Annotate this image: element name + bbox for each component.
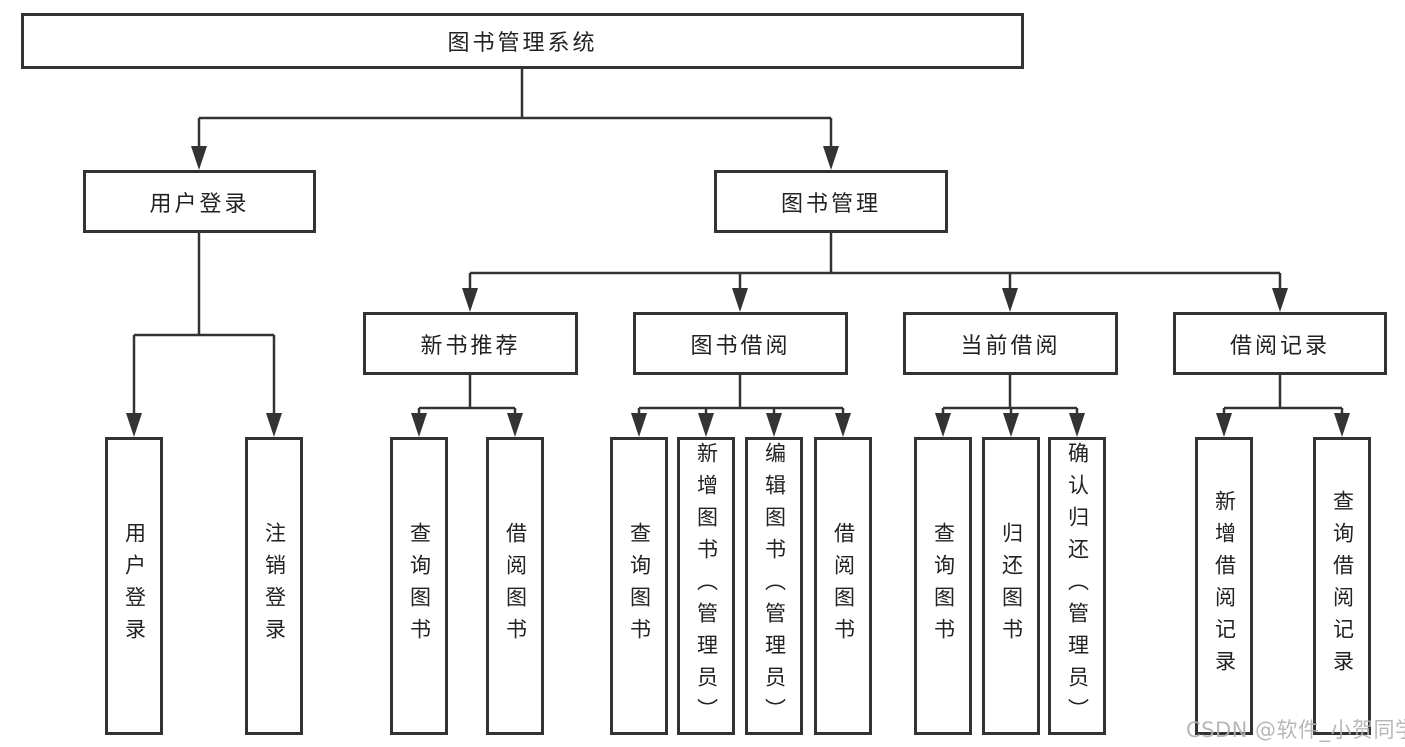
connector-borrowing-to-leaves	[637, 375, 845, 417]
arrow-down-icon	[1216, 413, 1232, 437]
node-label: 查询图书	[407, 522, 432, 650]
arrow-down-icon	[1272, 288, 1288, 312]
arrow-down-icon	[732, 288, 748, 312]
node-label: 新书推荐	[420, 333, 521, 359]
node-borrowing-records: 借阅记录	[1173, 312, 1387, 375]
leaf-borrow-books: 借阅图书	[486, 437, 544, 735]
node-new-book-recommend: 新书推荐	[363, 312, 578, 375]
connector-newbooks-to-leaves	[417, 375, 517, 417]
node-label: 确认归还（管理员）	[1065, 442, 1090, 730]
node-label: 新增图书（管理员）	[694, 442, 719, 730]
node-label: 图书管理	[780, 191, 881, 217]
node-label: 编辑图书（管理员）	[762, 442, 787, 730]
node-label: 注销登录	[262, 522, 287, 650]
leaf-query-books: 查询图书	[914, 437, 972, 735]
arrow-down-icon	[462, 288, 478, 312]
leaf-query-borrow-record: 查询借阅记录	[1313, 437, 1371, 735]
arrow-down-icon	[126, 413, 142, 437]
leaf-confirm-return-admin: 确认归还（管理员）	[1048, 437, 1106, 735]
leaf-edit-books-admin: 编辑图书（管理员）	[745, 437, 803, 735]
csdn-watermark: CSDN @软件_小贺同学	[1186, 718, 1405, 742]
arrow-down-icon	[698, 413, 714, 437]
leaf-add-books-admin: 新增图书（管理员）	[677, 437, 735, 735]
leaf-add-borrow-record: 新增借阅记录	[1195, 437, 1253, 735]
arrow-down-icon	[191, 146, 207, 170]
arrow-down-icon	[1003, 413, 1019, 437]
leaf-user-login: 用户登录	[105, 437, 163, 735]
node-label: 借阅记录	[1229, 333, 1330, 359]
node-user-login: 用户登录	[83, 170, 316, 233]
node-book-management: 图书管理	[714, 170, 948, 233]
node-label: 借阅图书	[503, 522, 528, 650]
node-label: 新增借阅记录	[1212, 490, 1237, 682]
node-library-system: 图书管理系统	[21, 13, 1024, 69]
connector-userlogin-to-leaves	[132, 233, 276, 417]
node-label: 用户登录	[122, 522, 147, 650]
leaf-query-books: 查询图书	[610, 437, 668, 735]
node-label: 当前借阅	[960, 333, 1061, 359]
arrow-down-icon	[1334, 413, 1350, 437]
leaf-borrow-books: 借阅图书	[814, 437, 872, 735]
connector-current-to-leaves	[941, 375, 1079, 417]
arrow-down-icon	[1069, 413, 1085, 437]
arrow-down-icon	[631, 413, 647, 437]
connector-bookmgmt-to-level3	[468, 233, 1282, 292]
node-label: 查询图书	[627, 522, 652, 650]
connector-records-to-leaves	[1222, 375, 1344, 417]
connector-root-to-level2	[197, 69, 833, 150]
arrow-down-icon	[266, 413, 282, 437]
leaf-logout: 注销登录	[245, 437, 303, 735]
node-label: 借阅图书	[831, 522, 856, 650]
node-label: 归还图书	[999, 522, 1024, 650]
node-book-borrowing: 图书借阅	[633, 312, 848, 375]
node-label: 图书借阅	[690, 333, 791, 359]
leaf-query-books: 查询图书	[390, 437, 448, 735]
node-label: 图书管理系统	[447, 31, 598, 56]
arrow-down-icon	[507, 413, 523, 437]
leaf-return-books: 归还图书	[982, 437, 1040, 735]
node-label: 用户登录	[149, 191, 250, 217]
arrow-down-icon	[835, 413, 851, 437]
node-label: 查询借阅记录	[1330, 490, 1355, 682]
arrow-down-icon	[766, 413, 782, 437]
node-label: 查询图书	[931, 522, 956, 650]
node-current-borrowing: 当前借阅	[903, 312, 1118, 375]
arrow-down-icon	[935, 413, 951, 437]
arrow-down-icon	[411, 413, 427, 437]
arrow-down-icon	[1002, 288, 1018, 312]
arrow-down-icon	[823, 146, 839, 170]
